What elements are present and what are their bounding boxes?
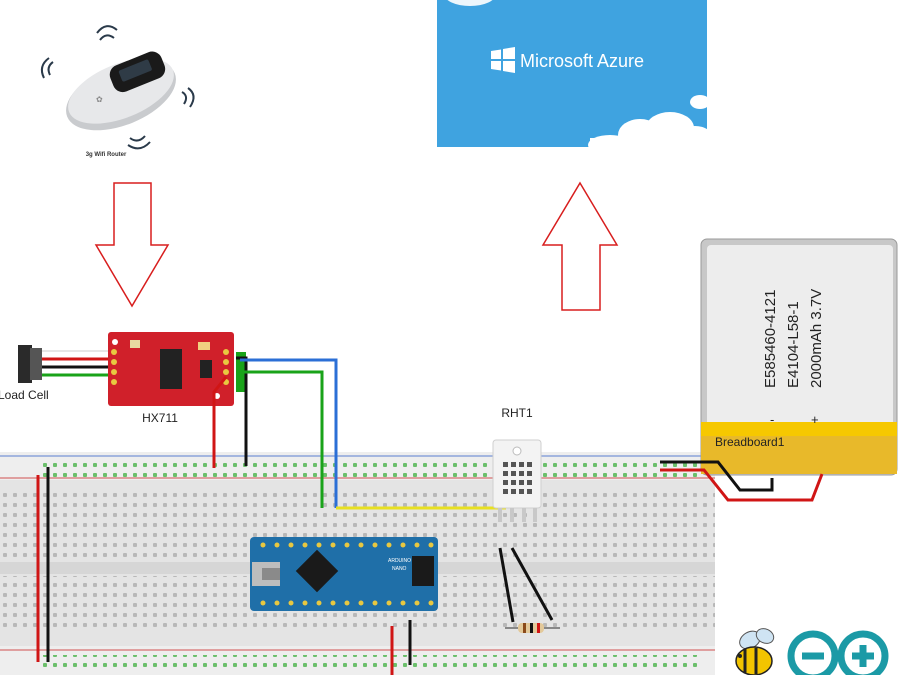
battery-line-3: 2000mAh 3.7V [808, 289, 825, 388]
cloud-shape [588, 95, 713, 155]
arduino-nano: ARDUINO NANO [250, 537, 438, 611]
hx711-label: HX711 [142, 411, 178, 425]
resistor [505, 623, 560, 633]
hx711-board: HX711 [108, 332, 246, 425]
battery-line-2: E4104-L58-1 [785, 301, 802, 388]
rht1-sensor: RHT1 [492, 406, 542, 522]
battery-minus: - [770, 412, 774, 427]
wires [36, 356, 824, 675]
azure-brand: Microsoft Azure [520, 51, 644, 71]
battery-line-1: E585460-4121 [762, 290, 779, 388]
router-caption: 3g Wifi Router [86, 152, 127, 158]
wifi-signal-icon [40, 25, 195, 150]
lipo-battery: E585460-4121 E4104-L58-1 2000mAh 3.7V - … [700, 238, 898, 476]
rht1-label: RHT1 [501, 406, 533, 420]
arrow-up-icon [541, 181, 619, 311]
router-logo: ✿ [96, 95, 103, 104]
arrow-down-icon [94, 182, 170, 308]
arduino-brand-text: ARDUINO [388, 558, 411, 564]
wifi-router: ✿ 3g Wifi Router [40, 25, 195, 158]
arduino-model-text: NANO [392, 566, 407, 572]
load-cell: Load Cell [0, 345, 112, 402]
azure-cloud-panel: Microsoft Azure [437, 0, 713, 155]
arduino-logo-icon [787, 630, 889, 675]
windows-logo-icon [491, 47, 515, 73]
bee-logo-icon [735, 628, 775, 675]
load-cell-label: Load Cell [0, 388, 49, 402]
battery-plus: + [811, 412, 819, 427]
breadboard-label: Breadboard1 [715, 435, 785, 449]
